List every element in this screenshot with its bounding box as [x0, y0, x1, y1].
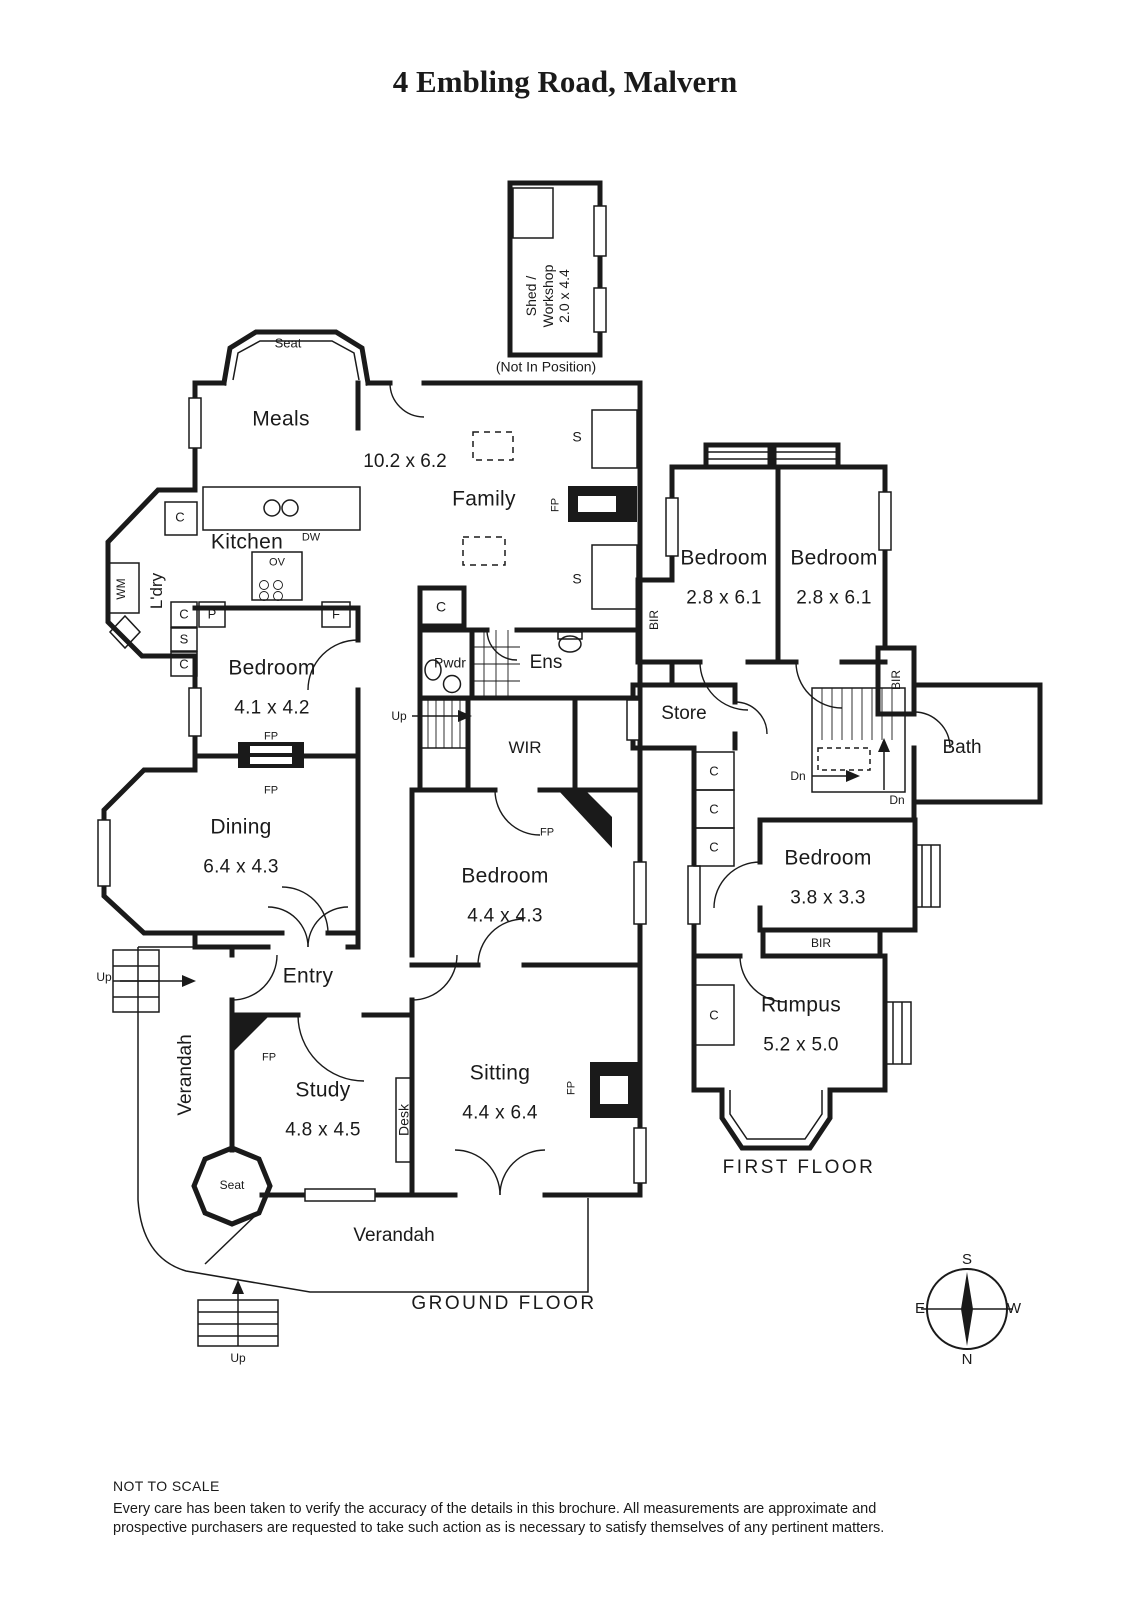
room-label-entry: Entry	[282, 964, 334, 988]
compass-south: S	[961, 1251, 973, 1269]
cupboard-label: C	[435, 598, 447, 615]
cupboard-label: C	[709, 801, 719, 817]
ground-floor-label: GROUND FLOOR	[411, 1292, 597, 1314]
room-label-dining: Dining 6.4 x 4.3	[203, 815, 279, 878]
fireplace-label: FP	[263, 784, 279, 797]
cupboard-label: C	[179, 606, 189, 622]
cupboard-label: C	[179, 656, 189, 672]
room-label-ensuite: Ens	[529, 651, 563, 673]
room-label-powder: Pwdr	[434, 654, 466, 671]
fridge-label: F	[332, 606, 340, 622]
seat-label-bottom: Seat	[219, 1177, 245, 1192]
storage-label: S	[179, 631, 189, 647]
built-in-robe-label: BIR	[810, 935, 832, 950]
desk-label: Desk	[395, 1104, 412, 1136]
oven-label: OV	[269, 556, 285, 569]
room-label-bedroom2: Bedroom 4.4 x 4.3	[461, 864, 549, 927]
room-label-meals: Meals	[252, 407, 310, 431]
storage-label: S	[572, 570, 582, 587]
cupboard-label: C	[709, 1007, 719, 1023]
cupboard-label: C	[175, 509, 185, 525]
stairs-up-label: Up	[391, 708, 407, 723]
pantry-label: P	[207, 606, 217, 622]
room-label-sitting: Sitting 4.4 x 6.4	[462, 1061, 538, 1124]
built-in-robe-label: BIR	[646, 609, 661, 631]
room-label-bath: Bath	[942, 736, 982, 758]
room-label-family: Family	[452, 487, 516, 511]
stairs-down-label: Dn	[790, 768, 806, 783]
fireplace-label: FP	[549, 497, 562, 513]
compass-west: W	[1006, 1300, 1022, 1318]
stairs-up-label: Up	[96, 969, 112, 984]
room-label-bedroom-right: Bedroom 2.8 x 6.1	[790, 546, 878, 609]
shed-workshop-label: Shed / Workshop 2.0 x 4.4	[523, 264, 573, 328]
fireplace-label: FP	[539, 826, 555, 839]
room-label-laundry: L'dry	[146, 572, 166, 610]
dims-label-family: 10.2 x 6.2	[363, 450, 447, 472]
compass-east: E	[914, 1300, 926, 1318]
room-label-bedroom-left: Bedroom 2.8 x 6.1	[680, 546, 768, 609]
disclaimer-text: Every care has been taken to verify the …	[113, 1501, 885, 1537]
fireplace-label: FP	[565, 1080, 578, 1096]
cupboard-label: C	[709, 839, 719, 855]
stairs-down-label: Dn	[889, 792, 905, 807]
room-label-bedroom3: Bedroom 3.8 x 3.3	[784, 846, 872, 909]
not-to-scale-label: NOT TO SCALE	[113, 1478, 220, 1494]
shed-note-label: (Not In Position)	[495, 358, 597, 375]
footer: NOT TO SCALE Every care has been taken t…	[113, 1478, 1043, 1538]
first-floor-label: FIRST FLOOR	[722, 1156, 876, 1178]
stairs-up-label: Up	[230, 1350, 246, 1365]
storage-label: S	[572, 428, 582, 445]
seat-label-top: Seat	[274, 335, 302, 351]
page-title: 4 Embling Road, Malvern	[392, 64, 738, 99]
room-label-kitchen: Kitchen	[210, 530, 284, 554]
washing-machine-label: WM	[113, 578, 128, 600]
dishwasher-label: DW	[301, 531, 321, 544]
compass-north: N	[961, 1351, 973, 1369]
cupboard-label: C	[709, 763, 719, 779]
fireplace-label: FP	[263, 730, 279, 743]
fireplace-label: FP	[261, 1051, 277, 1064]
room-label-verandah-bottom: Verandah	[353, 1224, 435, 1246]
room-label-bedroom1: Bedroom 4.1 x 4.2	[228, 656, 316, 719]
room-label-rumpus: Rumpus 5.2 x 5.0	[761, 993, 841, 1056]
built-in-robe-label: BIR	[888, 669, 903, 691]
room-label-store: Store	[661, 702, 707, 724]
room-label-verandah-left: Verandah	[174, 1034, 196, 1116]
room-label-wir: WIR	[508, 737, 542, 757]
room-label-study: Study 4.8 x 4.5	[285, 1078, 361, 1141]
